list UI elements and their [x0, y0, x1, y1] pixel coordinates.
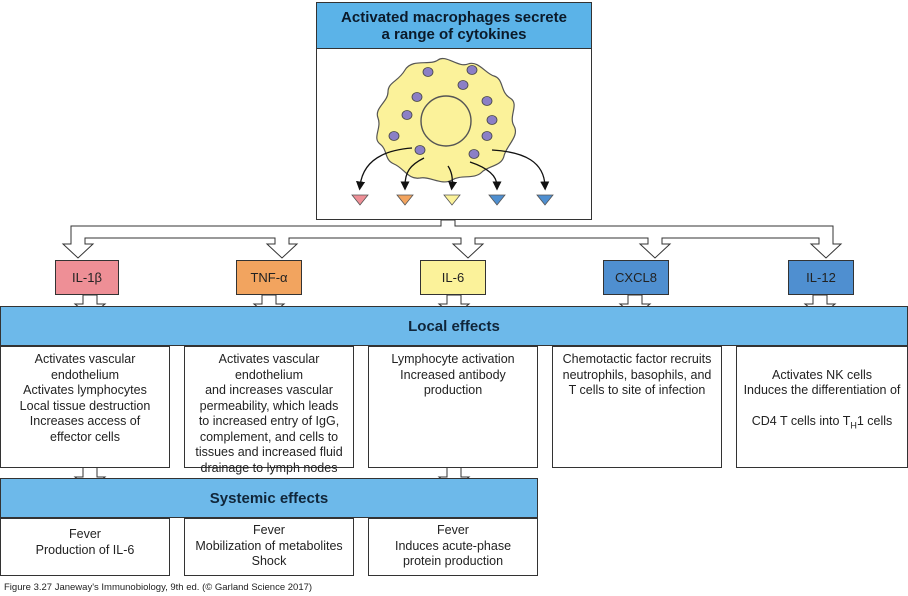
- page-title: Activated macrophages secrete a range of…: [316, 2, 592, 49]
- systemic-effect-il1b: Fever Production of IL-6: [0, 518, 170, 576]
- nucleus: [420, 95, 472, 147]
- granules: [388, 65, 498, 159]
- secreted-cxcl8-triangle: [488, 194, 506, 206]
- secreted-tnfa-triangle: [396, 194, 414, 206]
- secretion-arrows: [356, 147, 550, 191]
- local-effect-il12: Activates NK cells Induces the different…: [736, 346, 908, 468]
- local-effect-il12-lines: Activates NK cells Induces the different…: [743, 367, 901, 398]
- local-effect-il12-line3: CD4 T cells into TH1 cells: [751, 414, 893, 431]
- local-effects-header: Local effects: [0, 306, 908, 346]
- systemic-effect-il6: Fever Induces acute-phase protein produc…: [368, 518, 538, 576]
- local-effect-cxcl8: Chemotactic factor recruits neutrophils,…: [552, 346, 722, 468]
- distribution-arrow-body: [61, 219, 843, 259]
- figure-caption: Figure 3.27 Janeway's Immunobiology, 9th…: [4, 582, 313, 593]
- cytokine-il1b: IL-1β: [55, 260, 119, 295]
- cytokine-il6: IL-6: [420, 260, 486, 295]
- secreted-il6-triangle: [443, 194, 461, 206]
- local-effect-il1b: Activates vascular endothelium Activates…: [0, 346, 170, 468]
- title-line-1: Activated macrophages secrete: [341, 8, 567, 26]
- local-effect-il6: Lymphocyte activation Increased antibody…: [368, 346, 538, 468]
- cytokine-cxcl8: CXCL8: [603, 260, 669, 295]
- local-effect-tnfa: Activates vascular endothelium and incre…: [184, 346, 354, 475]
- cytokine-il12: IL-12: [788, 260, 854, 295]
- systemic-effects-header: Systemic effects: [0, 478, 538, 518]
- secreted-il1b-triangle: [351, 194, 369, 206]
- cytokine-tnfa: TNF-α: [236, 260, 302, 295]
- title-line-2: a range of cytokines: [381, 25, 527, 43]
- secreted-il12-triangle: [536, 194, 554, 206]
- systemic-effect-tnfa: Fever Mobilization of metabolites Shock: [184, 518, 354, 576]
